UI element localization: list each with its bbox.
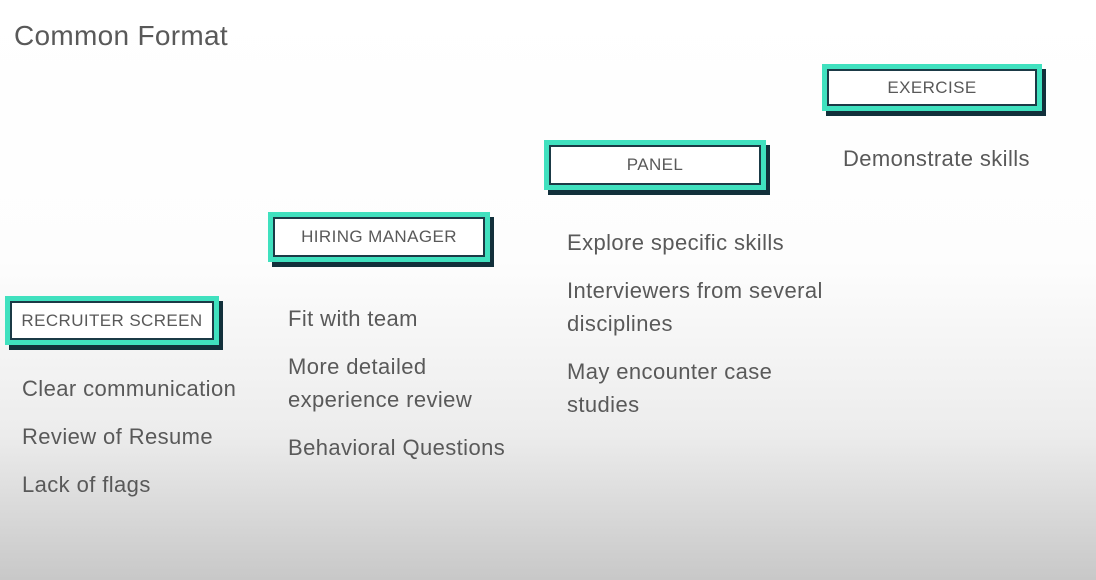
stage-point: Review of Resume [22, 424, 214, 449]
stage-label-recruiter-screen: RECRUITER SCREEN [10, 301, 214, 340]
stage-points-recruiter-screen: Clear communication Review of Resume Lac… [22, 372, 272, 516]
stage-label-hiring-manager: HIRING MANAGER [273, 217, 485, 257]
stage-point: Clear communication [22, 376, 237, 401]
stage-point: More detailed experience review [288, 354, 473, 412]
stage-box-panel: PANEL [544, 140, 766, 190]
stage-point: Interviewers from several disciplines [567, 278, 823, 336]
stage-point: Demonstrate skills [843, 146, 1030, 171]
stage-point: Lack of flags [22, 472, 151, 497]
stage-point: Fit with team [288, 306, 418, 331]
stage-points-hiring-manager: Fit with team More detailed experience r… [288, 302, 528, 479]
stage-box-recruiter-screen: RECRUITER SCREEN [5, 296, 219, 345]
stage-box-exercise: EXERCISE [822, 64, 1042, 111]
stage-points-panel: Explore specific skills Interviewers fro… [567, 226, 867, 436]
stage-point: Behavioral Questions [288, 435, 506, 460]
stage-point: Explore specific skills [567, 230, 785, 255]
stage-label-exercise: EXERCISE [827, 69, 1037, 106]
stage-box-hiring-manager: HIRING MANAGER [268, 212, 490, 262]
stage-point: May encounter case studies [567, 359, 773, 417]
slide-title: Common Format [14, 20, 228, 51]
stage-label-panel: PANEL [549, 145, 761, 185]
stage-points-exercise: Demonstrate skills [843, 142, 1083, 190]
